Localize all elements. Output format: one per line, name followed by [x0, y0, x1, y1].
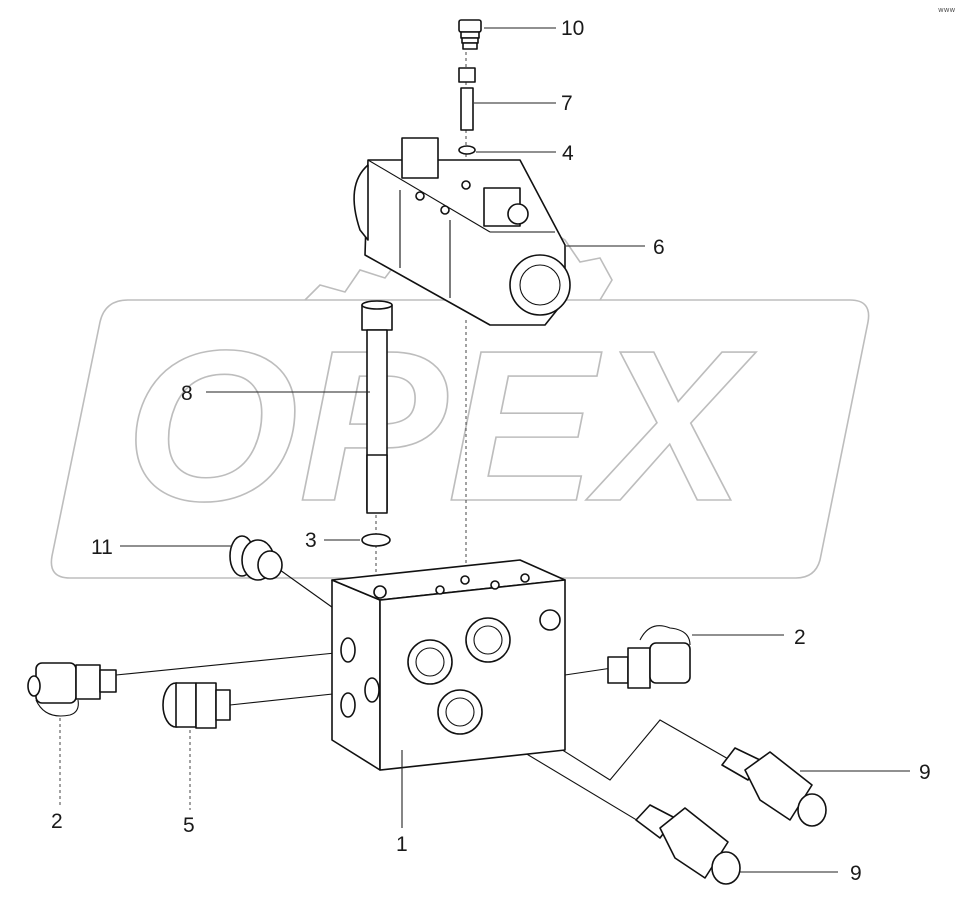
- callout-9-upper: 9: [919, 761, 931, 784]
- bolt-part-8: [361, 300, 393, 514]
- axis-coupling-left: [115, 651, 346, 676]
- callout-2-left: 2: [51, 810, 63, 833]
- plug-part-5: [162, 682, 231, 729]
- axis-coupling-right: [564, 667, 613, 676]
- callout-labels: 10 7 4 6 8 3 11 2 9 9 2 5 1: [51, 17, 931, 885]
- screw-part-7: [458, 67, 476, 131]
- leader-lines: [59, 27, 910, 873]
- callout-3: 3: [305, 529, 317, 552]
- callout-7: 7: [561, 92, 573, 115]
- axis-plug-11: [279, 569, 337, 611]
- plug-part-11: [229, 535, 283, 581]
- callout-9-lower: 9: [850, 862, 862, 885]
- callout-11: 11: [91, 536, 113, 559]
- manifold-block-part-1: [331, 559, 566, 771]
- coupling-left-part-2: [27, 662, 117, 717]
- coupling-right-part-2: [607, 625, 691, 689]
- watermark: OPEX: [50, 224, 870, 579]
- callout-6: 6: [653, 236, 665, 259]
- callout-4: 4: [562, 142, 574, 165]
- washer-part-4: [458, 145, 476, 155]
- callout-8: 8: [181, 382, 193, 405]
- cap-part-10: [458, 19, 482, 50]
- callout-10: 10: [561, 17, 584, 40]
- sensor-upper-part-9: [721, 747, 827, 827]
- corner-mark: www: [938, 6, 955, 14]
- callout-2-right: 2: [794, 626, 806, 649]
- callout-1: 1: [396, 833, 408, 856]
- solenoid-valve-part-6: [353, 137, 571, 326]
- sensor-lower-part-9: [635, 804, 741, 885]
- callout-5: 5: [183, 814, 195, 837]
- washer-part-3: [361, 533, 391, 547]
- watermark-text: OPEX: [125, 305, 757, 546]
